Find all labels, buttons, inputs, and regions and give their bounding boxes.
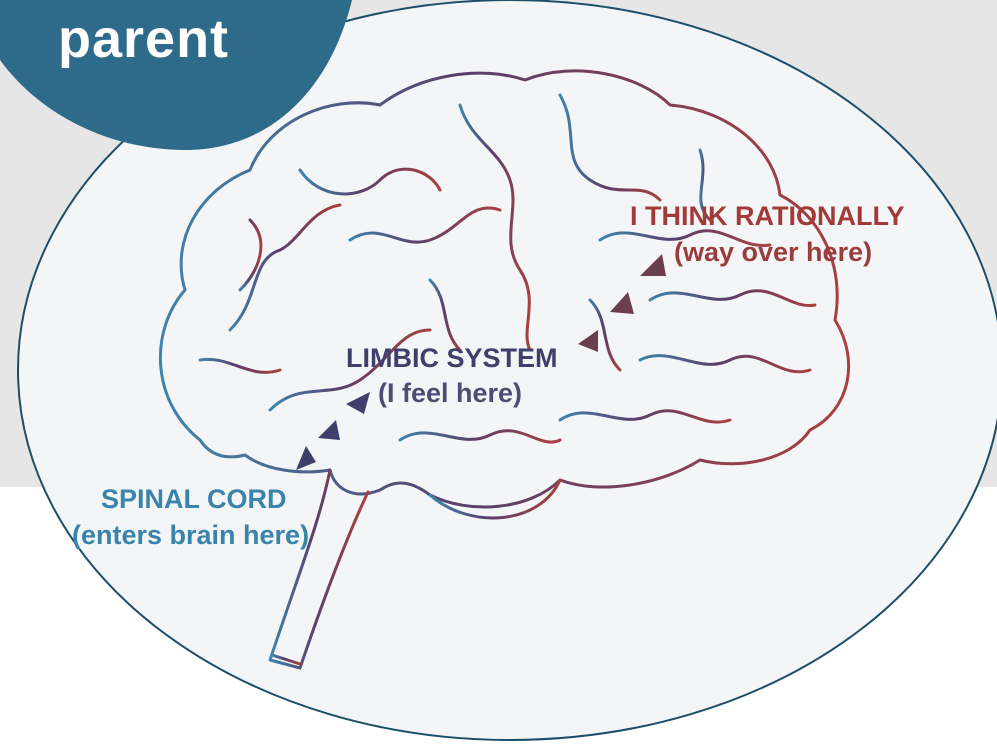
rational-label: I THINK RATIONALLY [630,203,905,230]
rational-sublabel: (way over here) [674,239,872,266]
tab-title: parent [58,8,229,70]
limbic-system-label: LIMBIC SYSTEM [346,345,558,372]
spinal-cord-sublabel: (enters brain here) [72,522,309,549]
spinal-cord-label: SPINAL CORD [101,486,287,513]
limbic-system-sublabel: (I feel here) [378,380,522,407]
